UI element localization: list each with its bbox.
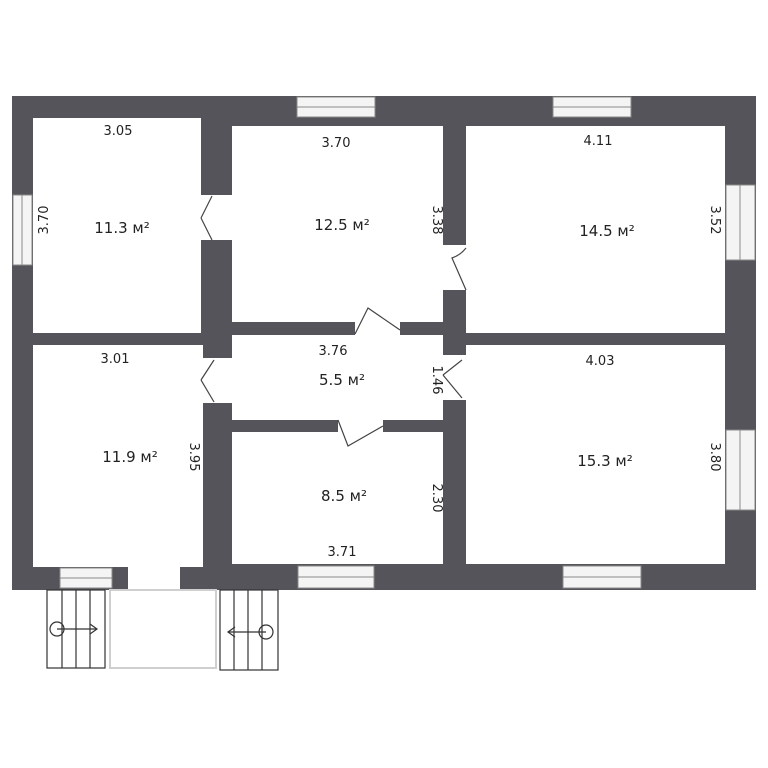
room-bottom-left-area: 11.9 м²	[102, 448, 158, 466]
window-bottom-1	[59, 567, 113, 589]
room-bottom-left-width: 3.01	[101, 352, 130, 367]
room-bottom-middle-floor	[232, 432, 443, 564]
door-opening-2	[443, 245, 466, 290]
room-top-left-height: 3.70	[37, 206, 52, 235]
porch	[109, 589, 217, 669]
window-right-2	[725, 429, 756, 511]
room-bottom-right-floor	[466, 345, 725, 564]
entrance-opening	[128, 567, 180, 590]
stairs-left	[46, 589, 106, 669]
room-top-left-floor	[33, 118, 201, 333]
room-top-middle-width: 3.70	[322, 136, 351, 151]
room-middle-small-area: 5.5 м²	[319, 371, 365, 389]
room-middle-small-width: 3.76	[319, 344, 348, 359]
window-top-2	[552, 96, 632, 118]
room-bottom-middle-height: 2.30	[429, 484, 444, 513]
door-opening-1	[201, 195, 232, 240]
room-bottom-left-height: 3.95	[186, 443, 201, 472]
room-bottom-left-floor	[33, 345, 203, 567]
room-top-right-area: 14.5 м²	[579, 222, 635, 240]
room-bottom-middle-area: 8.5 м²	[321, 487, 367, 505]
room-bottom-right-width: 4.03	[586, 354, 615, 369]
room-top-middle-floor	[232, 126, 443, 322]
room-top-left-width: 3.05	[104, 124, 133, 139]
room-top-middle-height: 3.38	[429, 206, 444, 235]
door-opening-6	[338, 420, 383, 432]
room-top-left-area: 11.3 м²	[94, 219, 150, 237]
room-middle-small-floor	[232, 335, 443, 420]
room-top-right-width: 4.11	[584, 134, 613, 149]
window-bottom-3	[562, 565, 642, 589]
window-right-1	[725, 184, 756, 261]
room-middle-small-height: 1.46	[429, 366, 444, 395]
room-bottom-right-area: 15.3 м²	[577, 452, 633, 470]
window-left	[12, 194, 33, 266]
windows	[12, 96, 756, 589]
room-top-right-floor	[466, 126, 725, 333]
door-opening-3	[355, 322, 400, 335]
stairs-right	[219, 589, 279, 671]
room-bottom-middle-width: 3.71	[328, 545, 357, 560]
door-opening-5	[443, 355, 466, 400]
room-bottom-right-height: 3.80	[707, 443, 722, 472]
window-top-1	[296, 96, 376, 118]
room-top-middle-area: 12.5 м²	[314, 216, 370, 234]
window-bottom-2	[297, 565, 375, 589]
room-top-right-height: 3.52	[707, 206, 722, 235]
door-opening-4	[201, 358, 232, 403]
